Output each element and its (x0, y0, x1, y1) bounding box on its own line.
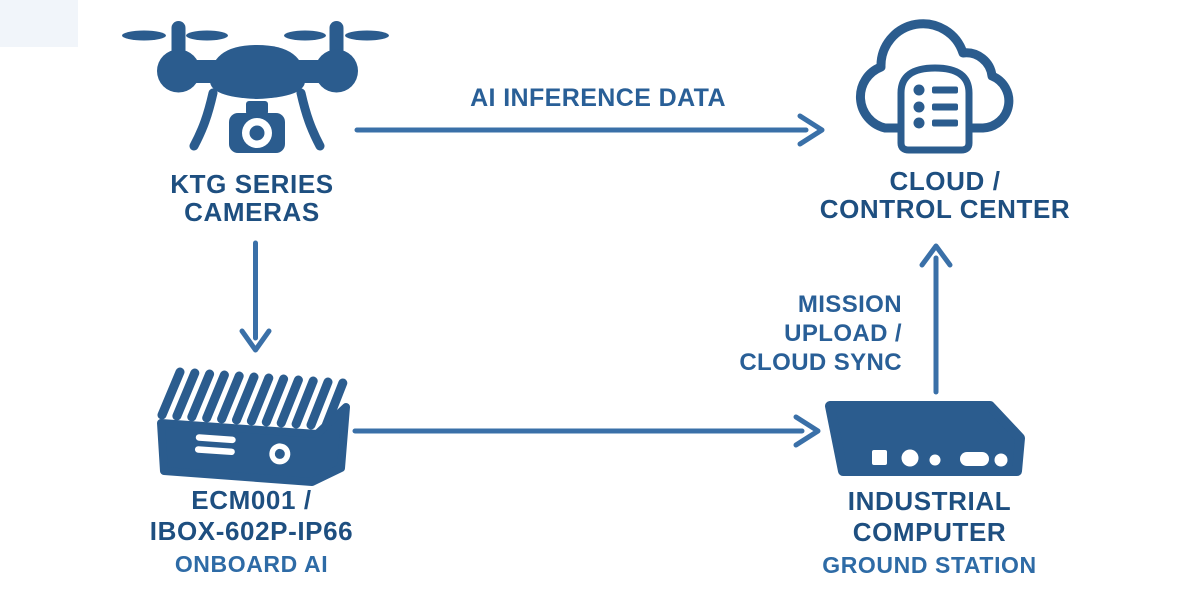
computer-chassis (825, 401, 1025, 476)
arrow-onboard-to-ground (352, 414, 821, 448)
ground-node-label: INDUSTRIAL COMPUTER GROUND STATION (786, 486, 1073, 577)
cameras-label-line1: KTG SERIES (170, 169, 334, 199)
mission-edge-label: MISSION UPLOAD / CLOUD SYNC (700, 290, 902, 377)
cameras-label-line2: CAMERAS (184, 197, 320, 227)
port-round-large (901, 449, 919, 467)
heatsink-fins (157, 367, 348, 431)
port-square (872, 450, 887, 465)
arrowhead-right-icon (797, 113, 825, 147)
front-panel-details (194, 434, 291, 465)
drone-body (157, 45, 358, 99)
mission-label-line1: MISSION (797, 291, 902, 318)
vent-slot (194, 446, 235, 456)
drone-legs (189, 88, 325, 151)
onboard-label-line2: IBOX-602P-IP66 (149, 516, 354, 546)
ground-label-line2: COMPUTER (852, 517, 1007, 547)
computer-chassis (157, 403, 350, 486)
port-round-end (994, 453, 1008, 467)
cloud-label-line2: CONTROL CENTER (819, 194, 1071, 224)
industrial-computer-icon (825, 401, 1025, 476)
onboard-label-line3: ONBOARD AI (174, 551, 329, 577)
onboard-label-line1: ECM001 / (191, 485, 312, 515)
arrowhead-down-icon (239, 328, 272, 353)
arrowhead-up-icon (919, 243, 953, 268)
arrow-cameras-to-cloud (354, 113, 825, 147)
drone-icon (122, 21, 389, 153)
io-ports (872, 449, 1008, 467)
corner-artifact (0, 0, 78, 47)
arrow-ground-to-cloud (919, 243, 953, 395)
inference-edge-label: AI INFERENCE DATA (470, 84, 726, 112)
arrow-cameras-to-onboard (239, 240, 272, 353)
drone-rotor-blades (122, 21, 389, 59)
cloud-label-line1: CLOUD / (889, 166, 1001, 196)
mission-label-line2: UPLOAD / (784, 320, 902, 347)
cloud-document-icon (856, 19, 1014, 154)
drone-camera (229, 101, 285, 153)
arrowhead-right-icon (793, 414, 821, 448)
ground-label-line1: INDUSTRIAL (847, 486, 1012, 516)
embedded-computer-icon (157, 367, 350, 486)
ground-label-line3: GROUND STATION (822, 552, 1037, 578)
vent-slot (195, 434, 236, 444)
cloud-node-label: CLOUD / CONTROL CENTER (803, 167, 1087, 223)
port-round-small (929, 454, 941, 466)
document-list-items (913, 84, 958, 129)
mission-label-line3: CLOUD SYNC (739, 349, 902, 376)
port-wide (960, 452, 989, 466)
cameras-node-label: KTG SERIES CAMERAS (112, 170, 392, 226)
onboard-node-label: ECM001 / IBOX-602P-IP66 ONBOARD AI (108, 485, 395, 576)
